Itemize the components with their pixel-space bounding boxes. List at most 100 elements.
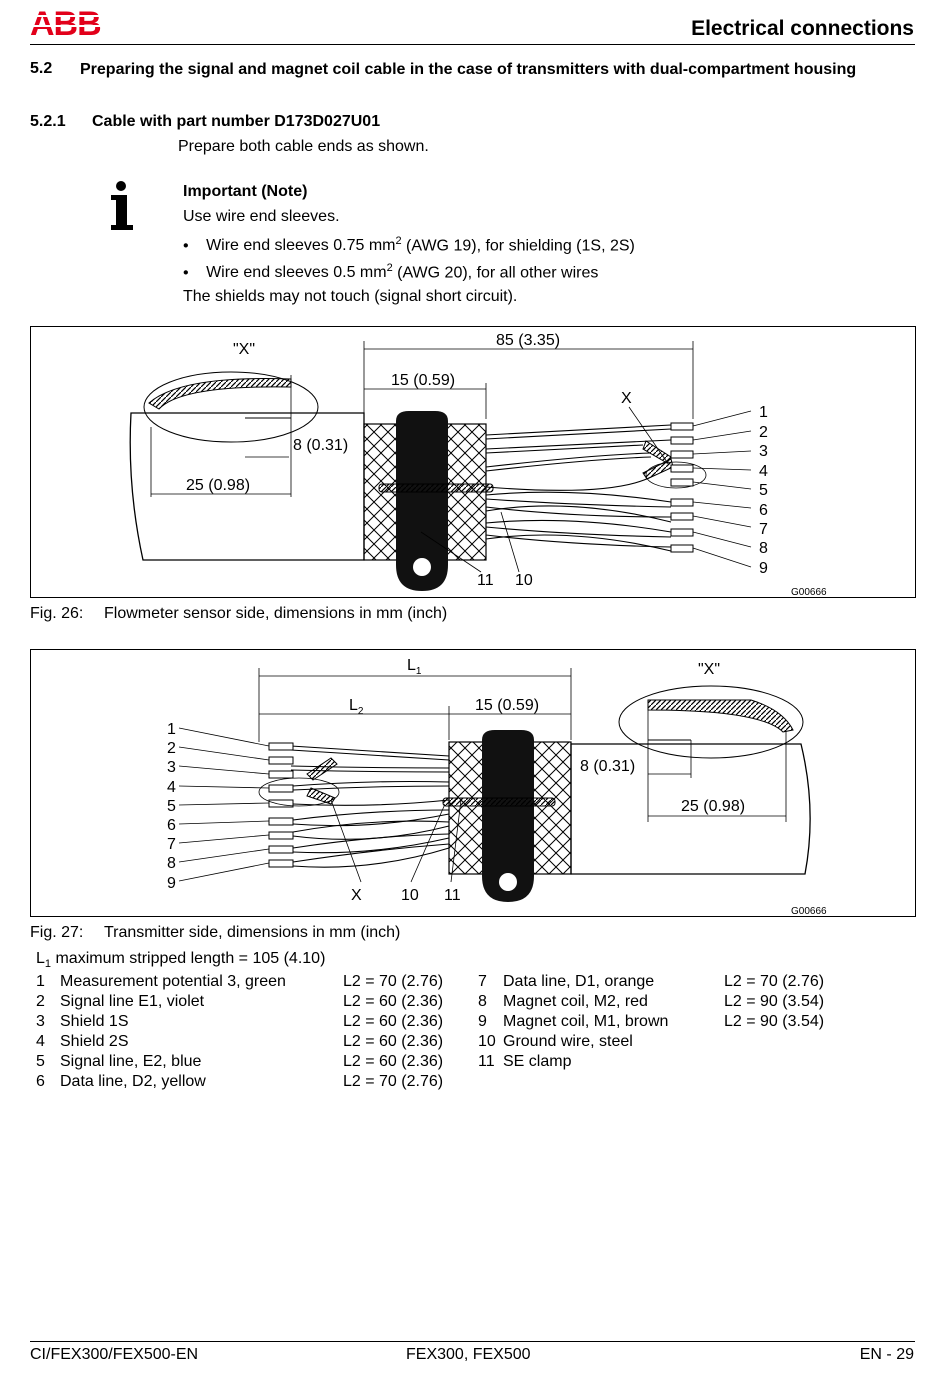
item-desc: Data line, D2, yellow xyxy=(60,1073,206,1090)
item-length: L2 = 70 (2.76) xyxy=(343,1073,444,1090)
note-line1: Use wire end sleeves. xyxy=(183,208,340,225)
bullet2-post: (AWG 20), for all other wires xyxy=(392,264,599,282)
dim-strip-long: 25 (0.98) xyxy=(186,477,250,494)
svg-text:ABB: ABB xyxy=(30,6,101,38)
note-bullet2: • Wire end sleeves 0.5 mm2 (AWG 20), for… xyxy=(183,262,598,282)
wire-bundle xyxy=(485,424,672,552)
number-leaders xyxy=(178,727,270,882)
item-length: L2 = 60 (2.36) xyxy=(343,1013,444,1030)
subsection-title: Cable with part number D173D027U01 xyxy=(92,113,381,130)
bullet1-text: Wire end sleeves 0.75 mm xyxy=(206,237,396,255)
detail-x-label: "X" xyxy=(233,341,255,358)
fig27-caption-text: Transmitter side, dimensions in mm (inch… xyxy=(104,924,401,941)
dim-strip-long: 25 (0.98) xyxy=(681,798,745,815)
clamp-hole xyxy=(413,558,431,576)
bullet1-sup: 2 xyxy=(395,235,402,247)
item-desc: Signal line E1, violet xyxy=(60,993,205,1010)
item-length: L2 = 90 (3.54) xyxy=(724,993,825,1010)
detail-x-label: "X" xyxy=(698,661,720,678)
footer-doc-id: CI/FEX300/FEX500-EN xyxy=(30,1346,199,1363)
item-length: L2 = 60 (2.36) xyxy=(343,993,444,1010)
item-number: 4 xyxy=(36,1033,45,1050)
l1-text: maximum stripped length = 105 (4.10) xyxy=(51,950,326,967)
header-rule xyxy=(30,44,915,45)
item-desc: Signal line, E2, blue xyxy=(60,1053,202,1070)
x-marker: X xyxy=(621,390,632,407)
shield-braid-detail xyxy=(647,699,794,733)
x-marker: X xyxy=(351,887,362,904)
bullet-dot: • xyxy=(183,237,189,255)
item-desc: Measurement potential 3, green xyxy=(60,973,286,990)
dim-clamp: 15 (0.59) xyxy=(391,372,455,389)
dim-l1: L1 xyxy=(407,657,422,677)
info-icon xyxy=(108,180,136,232)
figure-26: "X" 8 (0.31) 25 (0.98) xyxy=(30,326,916,598)
wire-number: 6 xyxy=(759,502,768,519)
section-number: 5.2 xyxy=(30,60,53,77)
item-desc: Data line, D1, orange xyxy=(503,973,655,990)
wire-number: 5 xyxy=(759,482,768,499)
wire-number: 9 xyxy=(167,875,176,892)
wire-number: 6 xyxy=(167,817,176,834)
item-desc: Magnet coil, M1, brown xyxy=(503,1013,669,1030)
fig26-caption-label: Fig. 26: xyxy=(30,605,84,622)
label-10: 10 xyxy=(401,887,419,904)
note-bullet1: • Wire end sleeves 0.75 mm2 (AWG 19), fo… xyxy=(183,235,635,255)
leader-line xyxy=(410,803,446,883)
wire-number: 2 xyxy=(167,740,176,757)
item-number: 8 xyxy=(478,993,487,1010)
wire-number-list: 1 2 3 4 5 6 7 8 9 xyxy=(167,721,176,892)
leader-line xyxy=(500,511,520,573)
dim-lines-top xyxy=(363,341,694,419)
list-item: 7 Data line, D1, orange L2 = 70 (2.76) xyxy=(478,973,908,993)
shield-twist-2s xyxy=(306,787,336,805)
item-number: 5 xyxy=(36,1053,45,1070)
list-item: 3 Shield 1S L2 = 60 (2.36) xyxy=(36,1013,466,1033)
cable-jacket xyxy=(129,412,365,561)
footer-rule xyxy=(30,1341,915,1342)
detail-x-ellipse xyxy=(143,371,319,443)
wire-number: 5 xyxy=(167,798,176,815)
wire-number-list: 1 2 3 4 5 6 7 8 9 xyxy=(759,404,768,577)
wire-number: 2 xyxy=(759,424,768,441)
list-item: 2 Signal line E1, violet L2 = 60 (2.36) xyxy=(36,993,466,1013)
leader-line xyxy=(628,406,670,466)
detail-x-marker-ellipse xyxy=(258,777,340,807)
dim-strip-short: 8 (0.31) xyxy=(580,758,635,775)
dim-strip-short: 8 (0.31) xyxy=(293,437,348,454)
item-length: L2 = 60 (2.36) xyxy=(343,1053,444,1070)
label-10: 10 xyxy=(515,572,533,589)
dim-lines-top xyxy=(258,668,572,742)
figure-code: G00666 xyxy=(791,587,827,597)
wire-number: 3 xyxy=(759,443,768,460)
bullet2-text: Wire end sleeves 0.5 mm xyxy=(206,264,387,282)
list-item: 8 Magnet coil, M2, red L2 = 90 (3.54) xyxy=(478,993,908,1013)
wire-number: 8 xyxy=(759,540,768,557)
footer-page-number: EN - 29 xyxy=(859,1346,914,1363)
item-length: L2 = 70 (2.76) xyxy=(724,973,825,990)
legend-left-list: 1 Measurement potential 3, green L2 = 70… xyxy=(36,973,466,1093)
item-desc: Shield 2S xyxy=(60,1033,129,1050)
number-leaders xyxy=(692,410,752,568)
detail-x-marker-ellipse xyxy=(645,461,707,489)
item-desc: SE clamp xyxy=(503,1053,572,1070)
note-line2: The shields may not touch (signal short … xyxy=(183,288,518,305)
dim-clamp: 15 (0.59) xyxy=(475,697,539,714)
item-desc: Shield 1S xyxy=(60,1013,129,1030)
item-number: 6 xyxy=(36,1073,45,1090)
shield-twist-1s xyxy=(642,440,672,464)
wire-number: 4 xyxy=(167,779,176,796)
figure-code: G00666 xyxy=(791,906,827,916)
item-number: 7 xyxy=(478,973,487,990)
legend-right-list: 7 Data line, D1, orange L2 = 70 (2.76) 8… xyxy=(478,973,908,1073)
dim-lines xyxy=(647,700,787,822)
bullet2-sup: 2 xyxy=(386,262,393,274)
item-desc: Ground wire, steel xyxy=(503,1033,633,1050)
label-11: 11 xyxy=(477,572,494,589)
abb-logo: ABB xyxy=(30,5,108,43)
item-number: 11 xyxy=(478,1053,495,1070)
ferrules xyxy=(670,422,694,553)
cable-jacket xyxy=(570,743,811,875)
section-title: Preparing the signal and magnet coil cab… xyxy=(80,61,857,78)
list-item: 1 Measurement potential 3, green L2 = 70… xyxy=(36,973,466,993)
